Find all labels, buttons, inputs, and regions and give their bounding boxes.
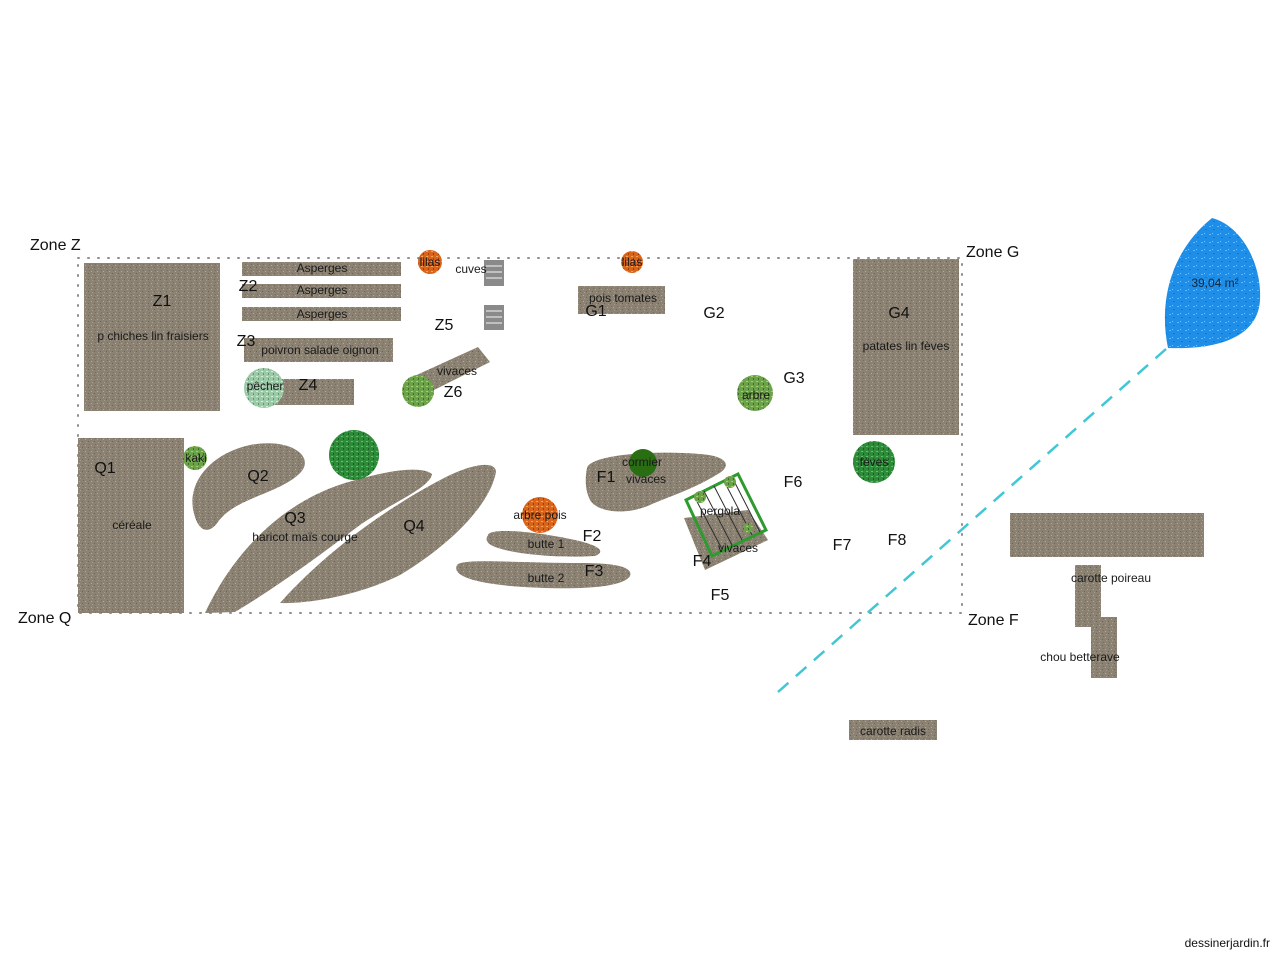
crop-label: p chiches lin fraisiers: [97, 329, 209, 343]
crop-label: carotte poireau: [1070, 571, 1152, 585]
bed-code: G4: [888, 305, 910, 322]
bed-code: Q3: [284, 510, 306, 527]
bed-code: F1: [596, 469, 616, 486]
crop-label: patates lin fèves: [862, 339, 950, 353]
crop-label: kaki: [185, 451, 207, 465]
crop-label: lilas: [621, 255, 643, 269]
crop-label: haricot maïs courge: [252, 530, 358, 544]
crop-label: butte 1: [527, 537, 565, 551]
zone-label: Zone G: [966, 244, 1020, 261]
crop-label: carotte radis: [859, 724, 927, 738]
bed-outside-large: [1010, 513, 1204, 557]
bed-code: Q2: [247, 468, 269, 485]
crop-label: vivaces: [717, 541, 759, 555]
garden-boundary: [77, 257, 963, 614]
bed-q4: [280, 464, 496, 604]
bed-code: G1: [585, 303, 607, 320]
crop-label: chou betterave: [1040, 650, 1120, 664]
cormier-tree-icon: [629, 449, 657, 477]
bed-z4: [270, 379, 354, 405]
zone-label: Zone Q: [18, 610, 72, 627]
bed-q1: [78, 438, 184, 613]
bed-code: F7: [832, 537, 852, 554]
bed-code: Z5: [434, 317, 454, 334]
bed-code: Q4: [403, 518, 425, 535]
crop-label: céréale: [112, 518, 152, 532]
kaki-tree-icon: [183, 446, 207, 470]
bed-q3: [205, 469, 432, 613]
bed-carotte-poireau: [1075, 565, 1101, 627]
crop-label: butte 2: [527, 571, 565, 585]
bed-z1: [84, 263, 220, 411]
crop-label: vivaces: [436, 364, 478, 378]
bed-code: Z4: [298, 377, 318, 394]
bed-code: G3: [783, 370, 805, 387]
crop-label: poivron salade oignon: [261, 343, 379, 357]
bed-code: F2: [582, 528, 602, 545]
bed-f1: [585, 452, 726, 512]
pond-shape: [1164, 218, 1261, 349]
crop-label: pêcher: [246, 379, 284, 393]
pecher-tree-icon: [244, 368, 284, 408]
bed-z3: [244, 338, 393, 362]
bed-chou-betterave: [1091, 617, 1117, 678]
bed-code: F8: [887, 532, 907, 549]
bed-code: Z1: [152, 293, 172, 310]
round-tree-icon: [329, 430, 379, 480]
crop-label: cuves: [455, 262, 487, 276]
bed-code: Q1: [94, 460, 116, 477]
bed-code: F3: [584, 563, 604, 580]
pergola-icon: [684, 471, 769, 559]
feves-plant-icon: [853, 441, 895, 483]
crop-label: Asperges: [296, 283, 348, 297]
shrub-icon: [402, 375, 434, 407]
bed-asperges-1: [242, 262, 401, 276]
crop-label: pergola: [699, 504, 741, 518]
bed-code: F4: [692, 553, 712, 570]
crop-label: lilas: [419, 255, 441, 269]
bed-butte-2: [456, 561, 631, 589]
arbre-pois-tree-icon: [522, 497, 558, 533]
bed-carotte-radis: [849, 720, 937, 740]
pond-area-label: 39,04 m²: [1191, 276, 1239, 290]
crop-label: cormier: [621, 455, 663, 469]
bed-g4: [853, 259, 959, 435]
crop-label: vivaces: [625, 472, 667, 486]
crop-label: arbre: [741, 388, 771, 402]
bed-g1: [578, 286, 665, 314]
crop-label: fèves: [859, 455, 889, 469]
site-credit: dessinerjardin.fr: [1184, 936, 1270, 950]
crop-label: pois tomates: [588, 291, 658, 305]
bed-code: F6: [783, 474, 803, 491]
cuves-icon: [484, 260, 504, 330]
bed-code: F5: [710, 587, 730, 604]
crop-label: arbre pois: [513, 508, 567, 522]
zone-label: Zone F: [968, 612, 1019, 629]
zone-label: Zone Z: [30, 237, 81, 254]
bed-butte-1: [486, 530, 601, 557]
lilas-tree-icon: [621, 251, 643, 273]
bed-asperges-2: [242, 284, 401, 298]
crop-label: Asperges: [296, 307, 348, 321]
bed-code: Z3: [236, 333, 256, 350]
arbre-tree-icon: [737, 375, 773, 411]
lilas-tree-icon: [418, 250, 442, 274]
bed-code: Z2: [238, 278, 258, 295]
bed-asperges-3: [242, 307, 401, 321]
crop-label: Asperges: [296, 261, 348, 275]
bed-code: Z6: [443, 384, 463, 401]
bed-code: G2: [703, 305, 725, 322]
bed-q2: [192, 443, 305, 530]
